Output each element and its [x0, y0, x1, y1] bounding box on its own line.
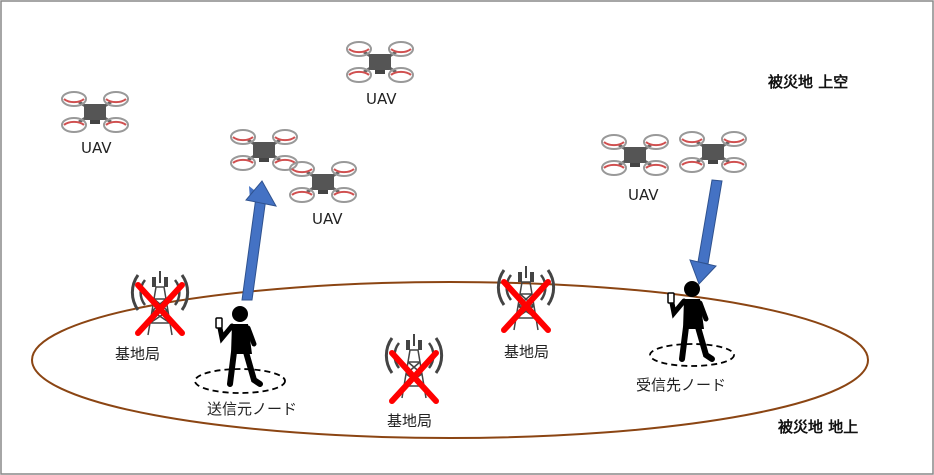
ground-region-label: 被災地 地上 — [778, 418, 858, 436]
base-station-label: 基地局 — [387, 412, 432, 430]
sender-node-label: 送信元ノード — [207, 400, 297, 418]
uav-label: UAV — [366, 90, 397, 108]
receiver-dashed-ring — [649, 343, 735, 367]
receiver-node-label: 受信先ノード — [636, 376, 726, 394]
disaster-area-ellipse — [31, 281, 869, 439]
sender-dashed-ring — [194, 368, 286, 394]
down-arrow — [689, 179, 723, 285]
up-arrow — [241, 180, 277, 301]
uav-label: UAV — [628, 186, 659, 204]
uav-label: UAV — [81, 139, 112, 157]
base-station-label: 基地局 — [504, 343, 549, 361]
sky-region-label: 被災地 上空 — [768, 73, 848, 91]
uav-label: UAV — [312, 210, 343, 228]
base-station-label: 基地局 — [115, 345, 160, 363]
